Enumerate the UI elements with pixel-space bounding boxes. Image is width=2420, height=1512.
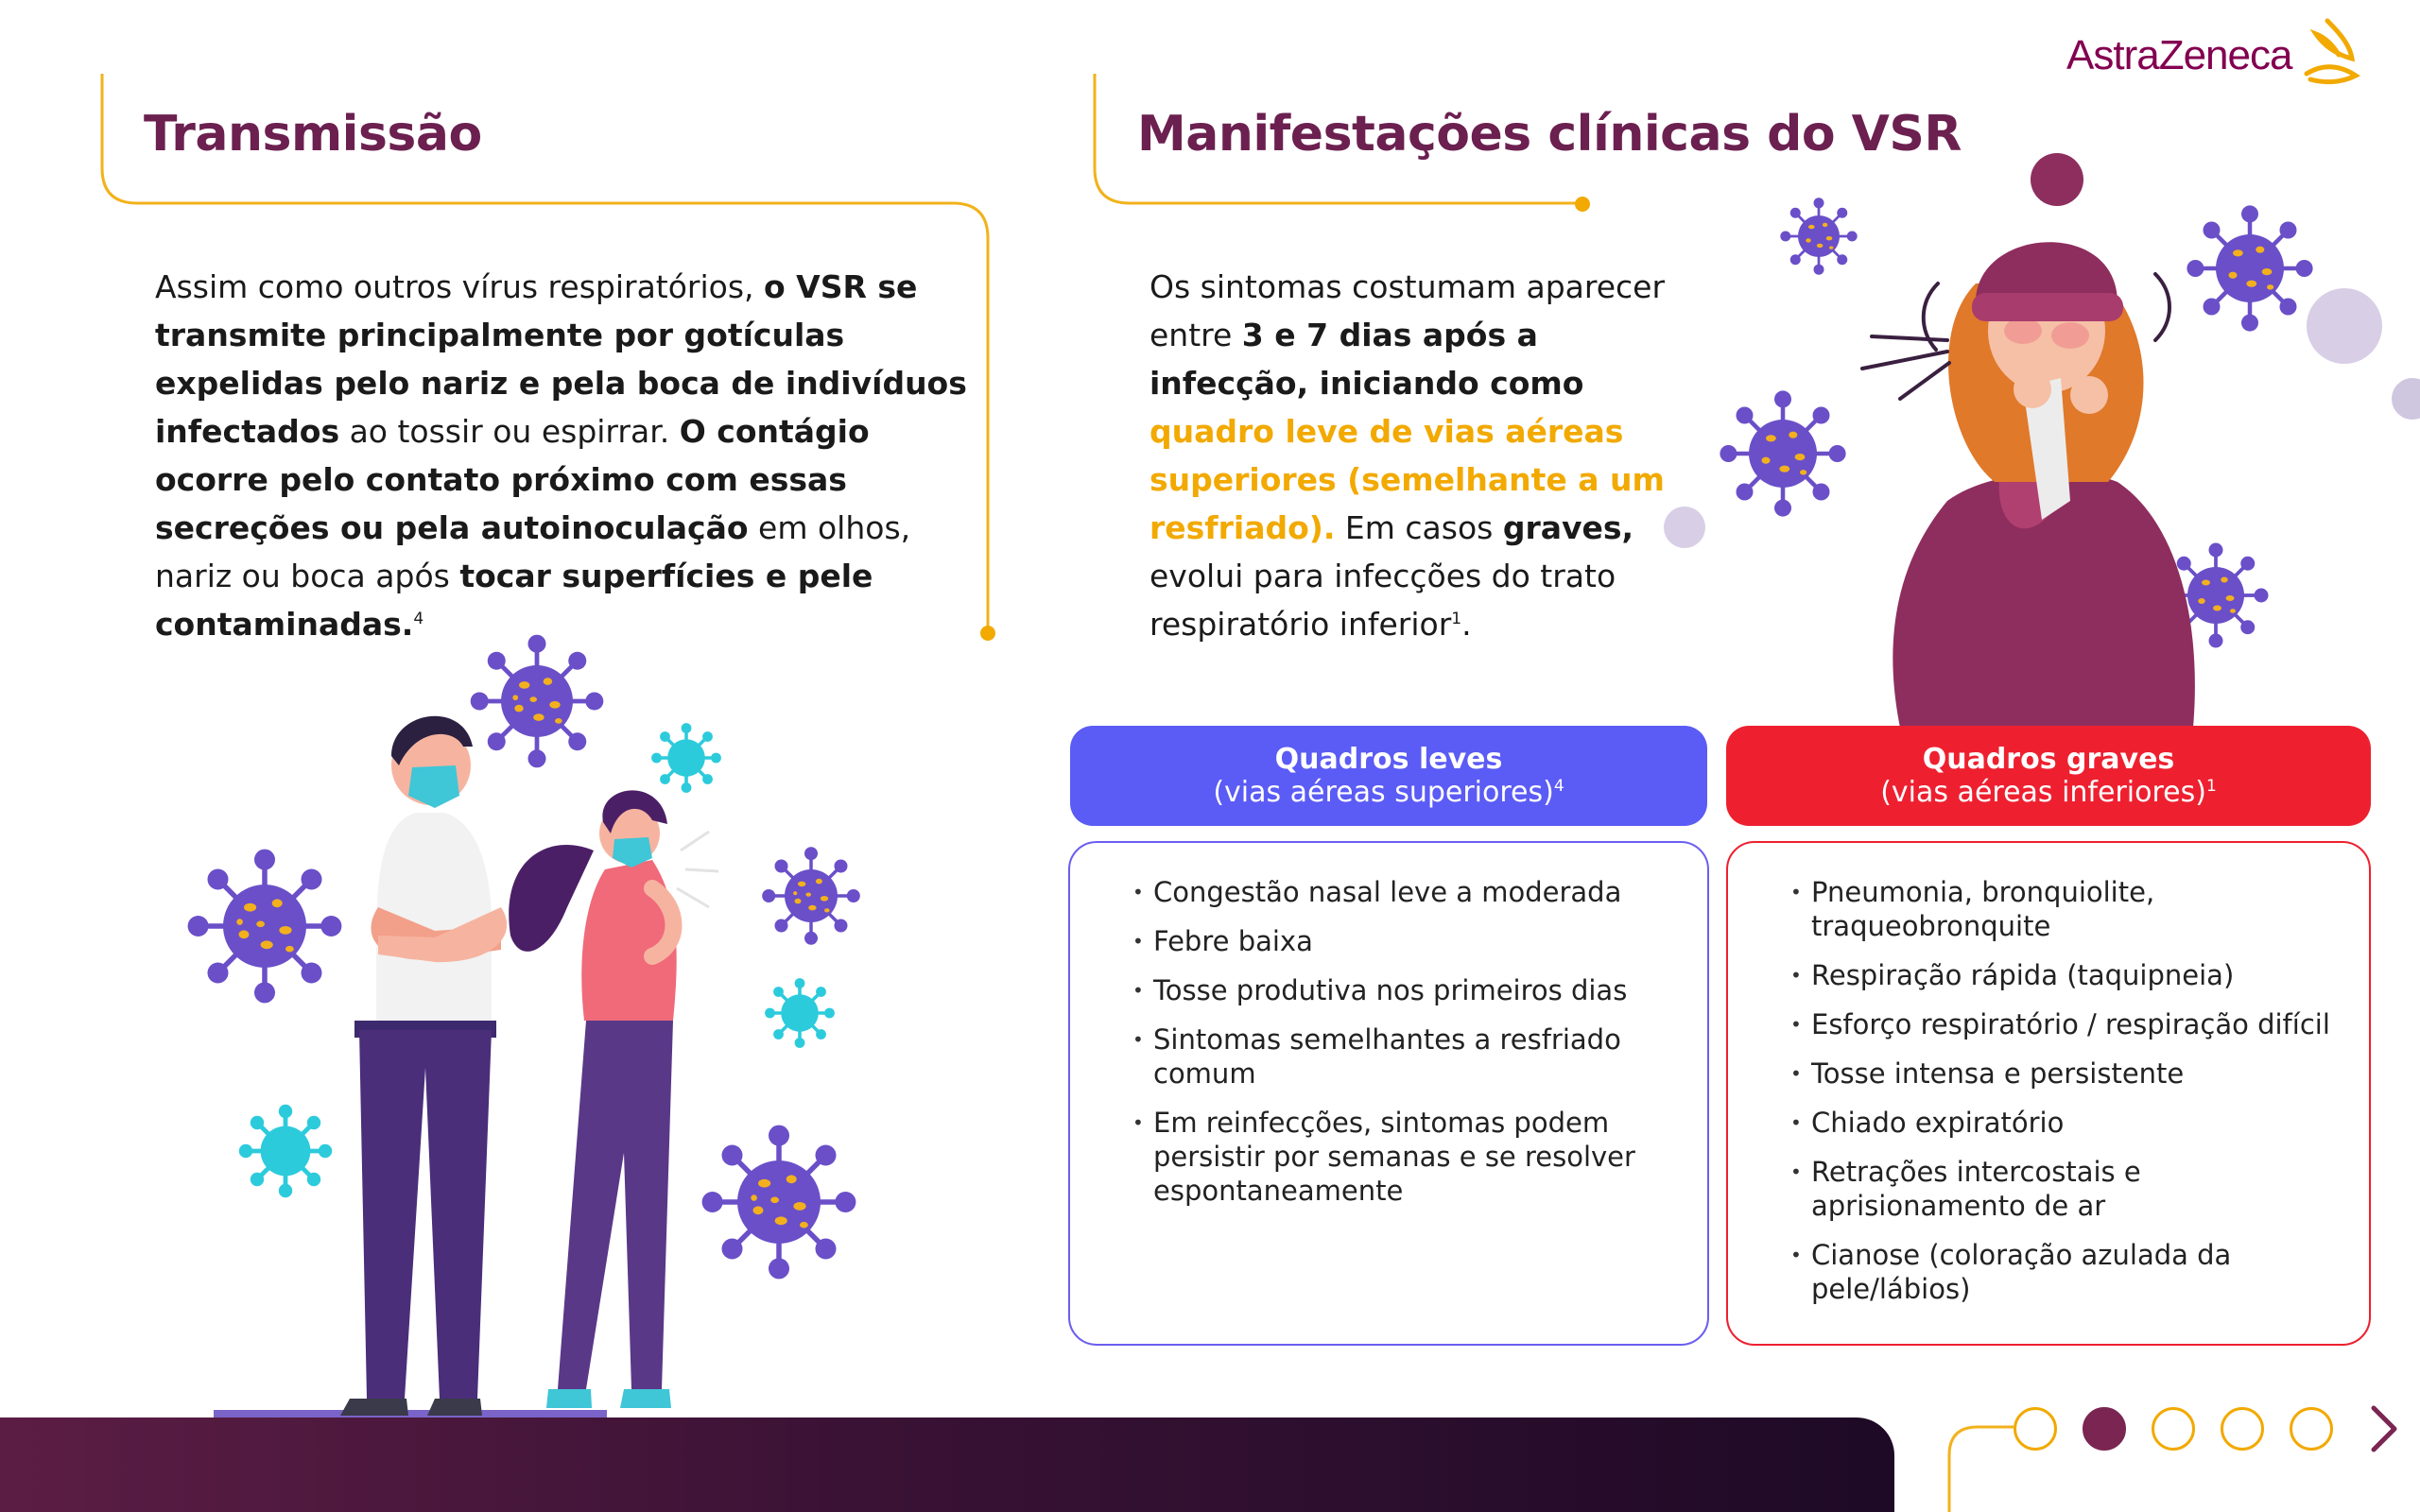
clinical-manifestations-title: Manifestações clínicas do VSR <box>1137 106 1962 163</box>
list-item: Congestão nasal leve a moderada <box>1132 875 1669 909</box>
list-item: Em reinfecções, sintomas podem persistir… <box>1132 1106 1669 1208</box>
list-item: Tosse produtiva nos primeiros dias <box>1132 973 1669 1007</box>
severe-cases-title: Quadros graves <box>1922 743 2175 776</box>
reference-sup: 4 <box>413 610 424 628</box>
reference-sup: 1 <box>1451 610 1462 628</box>
page-dot-4[interactable] <box>2221 1407 2264 1451</box>
reference-sup: 1 <box>2205 777 2217 796</box>
mild-cases-card: Congestão nasal leve a moderada Febre ba… <box>1068 841 1709 1346</box>
logo-text: AstraZeneca <box>2066 32 2292 78</box>
list-item: Retrações intercostais e aprisionamento … <box>1790 1155 2331 1223</box>
footer-bar <box>0 1418 1894 1512</box>
reference-sup: 4 <box>1553 777 1564 796</box>
page-navigation <box>2014 1402 2402 1455</box>
logo-symbol-icon <box>2304 18 2360 85</box>
list-item: Esforço respiratório / respiração difíci… <box>1790 1007 2331 1041</box>
mild-symptom-list: Congestão nasal leve a moderada Febre ba… <box>1070 843 1707 1208</box>
transmission-title: Transmissão <box>144 106 482 163</box>
clinical-paragraph: Os sintomas costumam aparecer entre 3 e … <box>1150 268 1666 643</box>
people-coughing-illustration <box>151 624 862 1418</box>
chevron-right-icon[interactable] <box>2364 1402 2402 1455</box>
list-item: Chiado expiratório <box>1790 1106 2331 1140</box>
page-dot-5[interactable] <box>2290 1407 2333 1451</box>
list-item: Pneumonia, bronquiolite, traqueobronquit… <box>1790 875 2331 943</box>
page-dot-2-current[interactable] <box>2083 1407 2126 1451</box>
sick-woman-illustration <box>1664 153 2420 728</box>
list-item: Sintomas semelhantes a resfriado comum <box>1132 1022 1669 1091</box>
severe-symptom-list: Pneumonia, bronquiolite, traqueobronquit… <box>1728 843 2369 1306</box>
mild-cases-subtitle: (vias aéreas superiores) <box>1213 776 1554 809</box>
page-dot-3[interactable] <box>2152 1407 2195 1451</box>
list-item: Tosse intensa e persistente <box>1790 1057 2331 1091</box>
list-item: Cianose (coloração azulada da pele/lábio… <box>1790 1238 2331 1306</box>
transmission-paragraph: Assim como outros vírus respiratórios, o… <box>155 268 967 643</box>
astrazeneca-logo: AstraZeneca <box>2066 18 2369 85</box>
mild-cases-header: Quadros leves (vias aéreas superiores)4 <box>1070 726 1707 826</box>
list-item: Febre baixa <box>1132 924 1669 958</box>
severe-cases-card: Pneumonia, bronquiolite, traqueobronquit… <box>1726 841 2371 1346</box>
list-item: Respiração rápida (taquipneia) <box>1790 958 2331 992</box>
severe-cases-header: Quadros graves (vias aéreas inferiores)1 <box>1726 726 2371 826</box>
page-dot-1[interactable] <box>2014 1407 2057 1451</box>
severe-cases-subtitle: (vias aéreas inferiores) <box>1880 776 2206 809</box>
mild-cases-title: Quadros leves <box>1274 743 1503 776</box>
